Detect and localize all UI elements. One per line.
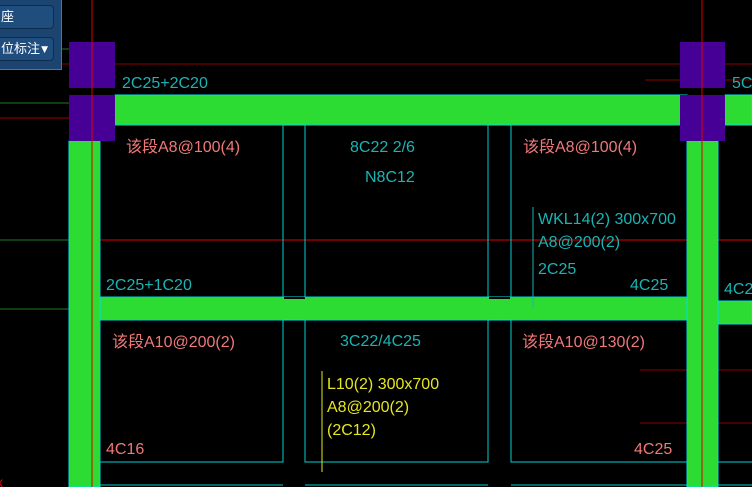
- slab-panel: [99, 124, 284, 298]
- slab-panel: [99, 319, 284, 463]
- toolbar-dropdown-label: 位标注: [1, 42, 41, 57]
- rebar-label[interactable]: 2C25+1C20: [106, 277, 192, 294]
- rebar-label[interactable]: 4C16: [106, 441, 144, 458]
- beam-middle: [99, 296, 688, 321]
- chevron-down-icon: ▼: [41, 45, 48, 55]
- toolbar-button-label: 座: [1, 10, 15, 25]
- rebar-label[interactable]: 8C22 2/6: [350, 139, 415, 156]
- toolbar-button-seat[interactable]: 座: [0, 5, 54, 29]
- rebar-label[interactable]: 4C25: [724, 281, 752, 298]
- beam-spec-label[interactable]: 2C25: [538, 261, 576, 278]
- stirrup-label[interactable]: 该段A10@130(2): [522, 333, 645, 351]
- stirrup-label[interactable]: 该段A8@100(4): [523, 138, 637, 156]
- beam-spec-label[interactable]: A8@200(2): [538, 234, 620, 251]
- beam-middle-right-stub: [717, 300, 752, 325]
- beam-top: [114, 94, 688, 126]
- rebar-label[interactable]: 4C25: [634, 441, 672, 458]
- beam-top-right-stub: [724, 94, 752, 126]
- rebar-label[interactable]: 2C25+2C20: [122, 75, 208, 92]
- edge-marker: x: [0, 474, 3, 487]
- slab-panel: [510, 124, 688, 298]
- beam-left-vertical: [68, 140, 101, 487]
- rebar-label[interactable]: 4C25: [630, 277, 668, 294]
- rebar-label[interactable]: 3C22/4C25: [340, 333, 421, 350]
- beam-spec-label[interactable]: A8@200(2): [327, 399, 409, 416]
- rebar-label[interactable]: 5C2: [732, 75, 752, 92]
- toolbar-dropdown-annotation[interactable]: 位标注 ▼: [0, 37, 54, 61]
- beam-spec-label[interactable]: L10(2) 300x700: [327, 376, 439, 393]
- slab-panel: [304, 124, 489, 298]
- stirrup-label[interactable]: 该段A8@100(4): [126, 138, 240, 156]
- side-rebar-label[interactable]: N8C12: [365, 169, 415, 186]
- slab-panel: [510, 319, 688, 463]
- slab-panel: [304, 319, 489, 463]
- beam-spec-label[interactable]: WKL14(2) 300x700: [538, 211, 676, 228]
- slab-outlines: [99, 124, 752, 486]
- beam-spec-label[interactable]: (2C12): [327, 422, 376, 439]
- stirrup-label[interactable]: 该段A10@200(2): [112, 333, 235, 351]
- toolbar-panel: 座 位标注 ▼: [0, 0, 62, 70]
